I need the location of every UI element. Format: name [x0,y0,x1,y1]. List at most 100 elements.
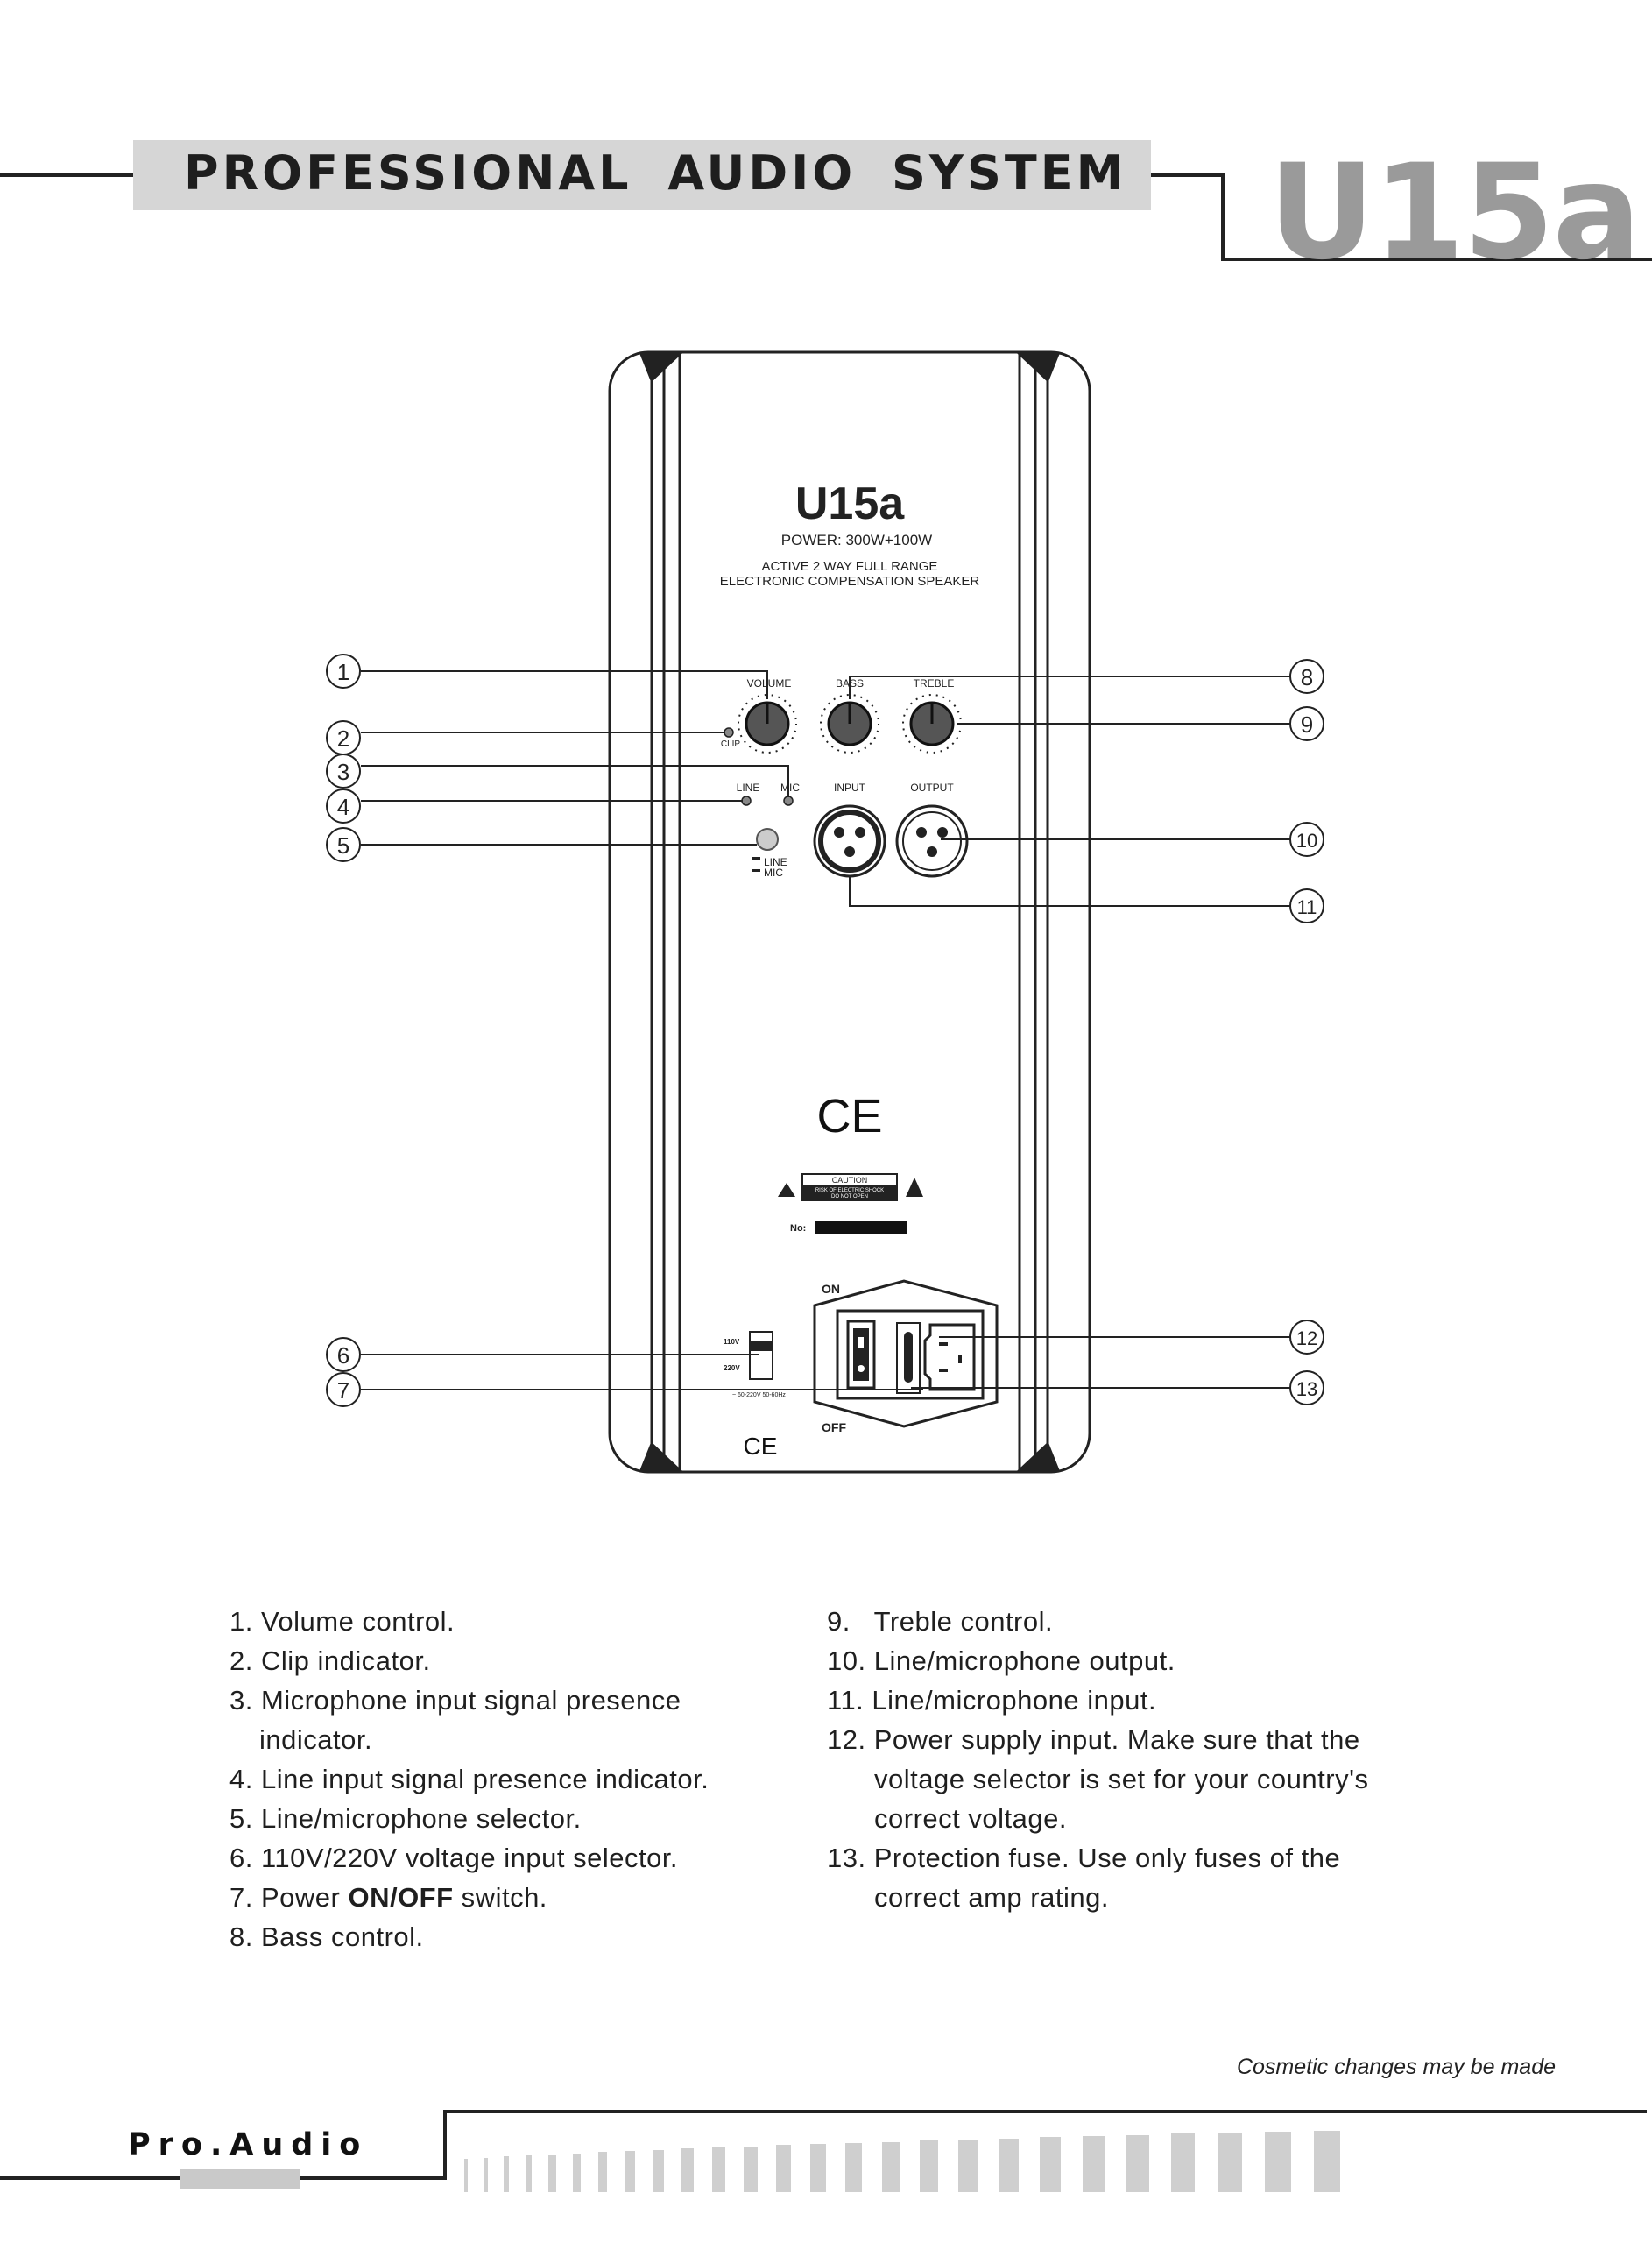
bass-knob[interactable] [820,694,879,754]
svg-text:CAUTION: CAUTION [832,1176,868,1185]
power-off-label: OFF [822,1420,846,1434]
callout-6: 6 [326,1337,361,1372]
voltage-220-label: 220V [724,1364,740,1372]
header-rule-bottom [1221,258,1652,261]
legend-item-8: 8. Bass control. [229,1921,424,1952]
footer-bar [1218,2133,1243,2192]
callout-12: 12 [1289,1320,1324,1355]
footer-bar [484,2157,489,2192]
legend-item-11: 11. Line/microphone input. [827,1685,1157,1716]
footer-rule-step [443,2110,447,2180]
callout-13: 13 [1289,1370,1324,1405]
line-mic-selector-button[interactable] [756,828,779,851]
legend-item-3-cont: indicator. [259,1724,373,1755]
footer-bars [464,2129,1620,2192]
xlr-input-connector[interactable] [813,804,886,878]
callout-5: 5 [326,827,361,862]
footer-bar [1171,2133,1196,2192]
footer-bar [464,2159,468,2192]
svg-text:8: 8 [1301,664,1313,690]
footer-bar [548,2154,556,2192]
clip-label: CLIP [721,739,741,749]
legend-item-10: 10. Line/microphone output. [827,1645,1175,1676]
footer-bar [573,2153,582,2192]
legend-item-4: 4. Line input signal presence indicator. [229,1764,710,1794]
footer-bar [526,2155,533,2192]
caution-label: CAUTION RISK OF ELECTRIC SHOCK DO NOT OP… [778,1173,923,1201]
callout-leaders [361,670,1291,1390]
footer-bar [681,2148,694,2192]
callout-2: 2 [326,720,361,755]
xlr-output-connector[interactable] [895,804,969,878]
volume-knob[interactable] [738,694,797,754]
svg-text:7: 7 [337,1377,349,1404]
iec-power-inlet[interactable] [923,1323,976,1391]
footer-bar [1126,2134,1150,2192]
panel-power: POWER: 300W+100W [781,532,932,548]
selector-mic-label: MIC [764,867,783,879]
line-led-label: LINE [737,782,760,794]
mic-led [783,796,794,806]
svg-text:RISK OF ELECTRIC SHOCK: RISK OF ELECTRIC SHOCK [815,1188,884,1193]
header-rule-right [1151,173,1225,177]
footer-bar [958,2139,978,2192]
input-label: INPUT [834,782,866,794]
power-switch[interactable] [846,1320,876,1390]
legend-item-13-cont: correct amp rating. [874,1882,1109,1913]
footer-tab [180,2169,300,2189]
cosmetic-note: Cosmetic changes may be made [1236,2055,1556,2079]
footer-bar [598,2152,608,2192]
legend-right: 9. Treble control. 10. Line/microphone o… [827,1602,1493,1917]
callout-7: 7 [326,1372,361,1407]
svg-text:9: 9 [1301,711,1313,738]
header-rule-step [1221,173,1225,261]
footer-bar [920,2140,938,2192]
mains-spec: ~ 60-220V 50-60Hz [732,1392,786,1398]
footer-bar [882,2141,900,2192]
footer-bar [845,2142,863,2192]
panel-model: U15a [795,478,905,529]
footer-bar [1083,2136,1105,2192]
clip-led [724,727,734,738]
legend-item-7-bold: ON/OFF [348,1882,454,1913]
model-name: U15a [1268,137,1641,289]
cabinet-outline [608,350,1091,1474]
legend-item-13: 13. Protection fuse. Use only fuses of t… [827,1843,1341,1873]
legend-item-12-cont1: voltage selector is set for your country… [874,1764,1369,1794]
footer-bar [1265,2131,1291,2192]
footer-bar [504,2156,510,2192]
legend-item-7-post: switch. [453,1882,547,1913]
svg-text:10: 10 [1296,830,1317,852]
mic-led-label: MIC [780,782,800,794]
callout-3: 3 [326,754,361,789]
ce-mark-bottom: CE [744,1433,778,1460]
footer-brand: Pro.Audio [128,2127,369,2162]
serial-bar [815,1221,907,1234]
callout-10: 10 [1289,822,1324,857]
footer-bar [1314,2130,1341,2192]
output-label: OUTPUT [910,782,954,794]
legend-item-6: 6. 110V/220V voltage input selector. [229,1843,679,1873]
footer-bar [999,2138,1020,2192]
panel-desc-line1: ACTIVE 2 WAY FULL RANGE [762,559,938,574]
callout-4: 4 [326,789,361,824]
svg-text:11: 11 [1297,896,1317,918]
legend-item-5: 5. Line/microphone selector. [229,1803,582,1834]
side-rail-left [639,352,683,1472]
svg-text:4: 4 [337,794,349,820]
footer-bar [810,2144,826,2192]
callout-11: 11 [1289,888,1324,923]
footer-bar [712,2147,725,2192]
treble-label: TREBLE [914,677,955,690]
legend-item-7-pre: 7. Power [229,1882,349,1913]
svg-text:6: 6 [337,1342,349,1369]
fuse-holder[interactable] [896,1322,921,1394]
svg-text:DO NOT OPEN: DO NOT OPEN [831,1194,868,1199]
page-title: PROFESSIONAL AUDIO SYSTEM [184,145,1127,201]
legend-item-7: 7. Power ON/OFF switch. [229,1878,790,1917]
svg-text:5: 5 [337,832,349,859]
voltage-110-label: 110V [724,1338,740,1346]
legend-item-3: 3. Microphone input signal presence [229,1685,681,1716]
side-rail-right [1016,352,1061,1472]
callout-9: 9 [1289,706,1324,741]
